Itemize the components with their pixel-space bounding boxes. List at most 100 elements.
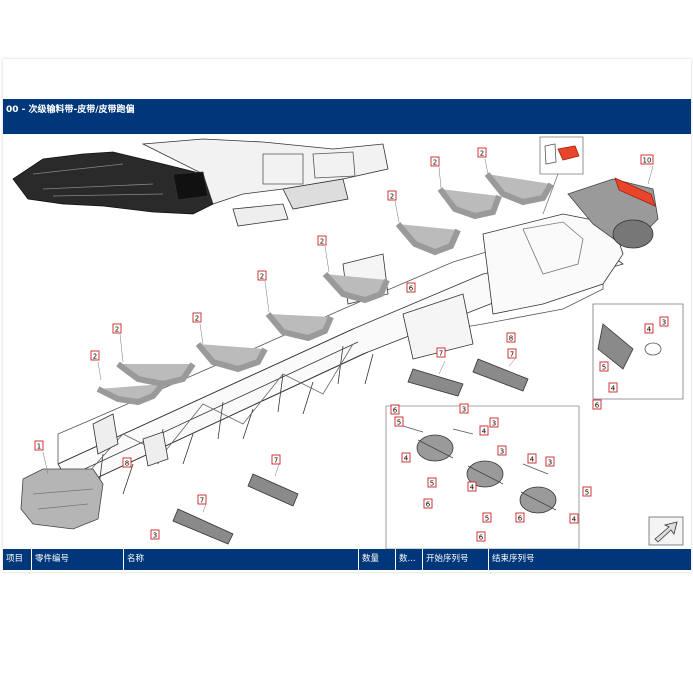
nav-arrow-icon[interactable] <box>648 516 684 546</box>
col-start-serial[interactable]: 开始序列号 <box>422 549 488 570</box>
feed-hopper-part-1 <box>20 468 104 530</box>
callout-number: 4 <box>404 455 409 463</box>
col-name[interactable]: 名称 <box>123 549 358 570</box>
col-item[interactable]: 项目 <box>6 554 24 564</box>
callout-number: 2 <box>195 315 199 323</box>
callout-number: 1 <box>37 443 41 451</box>
callout-number: 5 <box>430 480 434 488</box>
callout-4[interactable]: 4 <box>401 452 411 463</box>
callout-7[interactable]: 7 <box>507 348 517 359</box>
detail-inset-bracket <box>539 136 584 215</box>
callout-5[interactable]: 5 <box>394 416 404 427</box>
callout-8[interactable]: 8 <box>122 457 132 468</box>
callout-6[interactable]: 6 <box>515 512 525 523</box>
callout-box <box>608 382 618 393</box>
callout-2[interactable]: 2 <box>477 147 487 158</box>
callout-box <box>423 498 433 509</box>
col-unit[interactable]: 数... <box>395 549 422 570</box>
callout-number: 4 <box>482 428 487 436</box>
callout-6[interactable]: 6 <box>390 404 400 415</box>
callout-2[interactable]: 2 <box>90 350 100 361</box>
callout-box <box>430 156 440 167</box>
callout-box <box>476 531 486 542</box>
callout-number: 3 <box>548 459 552 467</box>
callout-5[interactable]: 5 <box>427 477 437 488</box>
callout-2[interactable]: 2 <box>430 156 440 167</box>
callout-4[interactable]: 4 <box>608 382 618 393</box>
impact-roller-inset <box>592 303 684 400</box>
callout-2[interactable]: 2 <box>317 235 327 246</box>
callout-3[interactable]: 3 <box>459 403 469 414</box>
callout-6[interactable]: 6 <box>406 282 416 293</box>
callout-box <box>436 347 446 358</box>
callout-7[interactable]: 7 <box>271 454 281 465</box>
callout-box <box>497 445 507 456</box>
callout-6[interactable]: 6 <box>592 399 602 410</box>
callout-3[interactable]: 3 <box>659 316 669 327</box>
callout-7[interactable]: 7 <box>197 494 207 505</box>
callout-box <box>459 403 469 414</box>
callout-box <box>197 494 207 505</box>
callout-number: 5 <box>585 489 589 497</box>
callout-2[interactable]: 2 <box>387 190 397 201</box>
callout-box <box>271 454 281 465</box>
callout-4[interactable]: 4 <box>467 481 477 492</box>
callout-number: 6 <box>518 515 523 523</box>
callout-5[interactable]: 5 <box>599 361 609 372</box>
callout-2[interactable]: 2 <box>112 323 122 334</box>
callout-number: 2 <box>480 150 484 158</box>
callout-box <box>317 235 327 246</box>
callout-6[interactable]: 6 <box>423 498 433 509</box>
callout-box <box>112 323 122 334</box>
callout-box <box>640 154 654 165</box>
callout-box <box>506 332 516 343</box>
parts-table-header: 项目 零件编号 名称 数量 数... 开始序列号 结束序列号 <box>3 549 691 570</box>
callout-box <box>122 457 132 468</box>
callout-8[interactable]: 8 <box>506 332 516 343</box>
callout-4[interactable]: 4 <box>479 425 489 436</box>
callout-number: 2 <box>390 193 394 201</box>
callout-number: 7 <box>200 497 204 505</box>
callout-box <box>599 361 609 372</box>
callout-3[interactable]: 3 <box>545 456 555 467</box>
callout-box <box>34 440 44 451</box>
callout-box <box>479 425 489 436</box>
callout-4[interactable]: 4 <box>569 513 579 524</box>
callout-5[interactable]: 5 <box>482 512 492 523</box>
callout-number: 6 <box>595 402 600 410</box>
callout-1[interactable]: 1 <box>34 440 44 451</box>
callout-3[interactable]: 3 <box>497 445 507 456</box>
callout-3[interactable]: 3 <box>150 529 160 540</box>
callout-box <box>90 350 100 361</box>
return-rollers <box>172 358 529 545</box>
callout-box <box>507 348 517 359</box>
callout-6[interactable]: 6 <box>476 531 486 542</box>
callout-number: 7 <box>274 457 278 465</box>
callout-box <box>592 399 602 410</box>
callout-number: 2 <box>93 353 97 361</box>
callout-7[interactable]: 7 <box>436 347 446 358</box>
idler-roller-sets <box>96 172 554 406</box>
callout-box <box>545 456 555 467</box>
col-end-serial[interactable]: 结束序列号 <box>488 549 691 570</box>
callout-4[interactable]: 4 <box>527 453 537 464</box>
title-bar: 00 - 次级输料带-皮带/皮带跑偏 <box>3 99 691 134</box>
callout-5[interactable]: 5 <box>582 486 592 497</box>
callout-number: 8 <box>125 460 129 468</box>
callout-10[interactable]: 10 <box>640 154 654 165</box>
callout-number: 6 <box>426 501 431 509</box>
callout-box <box>257 270 267 281</box>
callout-3[interactable]: 3 <box>489 417 499 428</box>
callout-2[interactable]: 2 <box>192 312 202 323</box>
callout-number: 5 <box>602 364 606 372</box>
callout-box <box>401 452 411 463</box>
callout-box <box>659 316 669 327</box>
callout-number: 4 <box>530 456 535 464</box>
callout-number: 3 <box>153 532 157 540</box>
callout-2[interactable]: 2 <box>257 270 267 281</box>
col-part-number[interactable]: 零件编号 <box>31 549 123 570</box>
callout-number: 3 <box>500 448 504 456</box>
col-quantity[interactable]: 数量 <box>358 549 395 570</box>
callout-4[interactable]: 4 <box>644 323 654 334</box>
